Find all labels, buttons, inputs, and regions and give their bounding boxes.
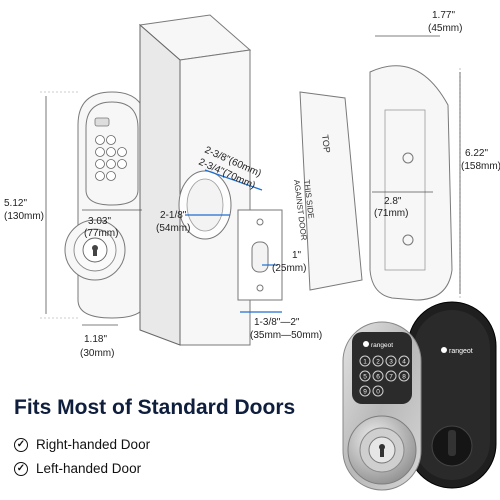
bore-dim-mm: (54mm) — [156, 223, 190, 234]
keypad-key: 0 — [376, 389, 380, 396]
width-lock-dim-mm: (77mm) — [84, 228, 118, 239]
mounting-template-drawing: TOP THIS SIDE AGAINST DOOR — [292, 91, 363, 291]
keypad — [359, 355, 410, 397]
plate-height-dim-mm: (158mm) — [461, 161, 500, 172]
width-lock-dim: 3.03" — [88, 216, 111, 227]
headline: Fits Most of Standard Doors — [14, 396, 296, 419]
plate-width-dim: 2.8" — [384, 196, 402, 207]
plate-top-width-dim-mm: (45mm) — [428, 23, 462, 34]
keypad-key: 7 — [389, 374, 393, 381]
height-lock-dim: 5.12" — [4, 198, 27, 209]
dimension-lines — [40, 35, 461, 326]
feature-left-handed: ✓ Left-handed Door — [14, 461, 141, 476]
bolt-hole-dim-mm: (25mm) — [272, 263, 306, 274]
template-top-label: TOP — [320, 134, 332, 153]
brand-logo-nickel: rangeot — [371, 342, 393, 349]
keypad-key: 6 — [376, 374, 380, 381]
lock-photo-nickel: rangeot 1 2 3 4 5 6 7 8 9 0 — [342, 321, 422, 491]
keypad-key: 4 — [402, 359, 406, 366]
brand-logo-black: rangeot — [449, 348, 473, 355]
door-thickness-dim: 1-3/8"—2" — [254, 317, 300, 328]
feature-label: Left-handed Door — [36, 461, 142, 476]
plate-height-dim: 6.22" — [465, 148, 488, 159]
plate-top-width-dim: 1.77" — [432, 10, 455, 21]
bolt-hole-dim: 1" — [292, 250, 302, 261]
keypad-key: 8 — [402, 374, 406, 381]
feature-label: Right-handed Door — [36, 437, 151, 452]
depth-lock-dim-mm: (30mm) — [80, 348, 114, 359]
keypad-key: 1 — [363, 359, 367, 366]
door-drawing — [138, 14, 283, 346]
lock-photo-black: rangeot — [407, 301, 497, 489]
plate-width-dim-mm: (71mm) — [374, 208, 408, 219]
lock-front-drawing — [64, 91, 236, 319]
keypad-key: 9 — [363, 389, 367, 396]
bore-dim: 2-1/8" — [160, 210, 187, 221]
check-circle-icon: ✓ — [14, 437, 28, 452]
feature-right-handed: ✓ Right-handed Door — [14, 437, 150, 452]
height-lock-dim-mm: (130mm) — [4, 211, 44, 222]
door-thickness-dim-mm: (35mm—50mm) — [250, 330, 322, 341]
keypad-key: 2 — [376, 359, 380, 366]
check-circle-icon: ✓ — [14, 461, 28, 476]
keypad-key: 3 — [389, 359, 393, 366]
back-plate-drawing — [369, 65, 453, 301]
depth-lock-dim: 1.18" — [84, 334, 107, 345]
keypad-key: 5 — [363, 374, 367, 381]
